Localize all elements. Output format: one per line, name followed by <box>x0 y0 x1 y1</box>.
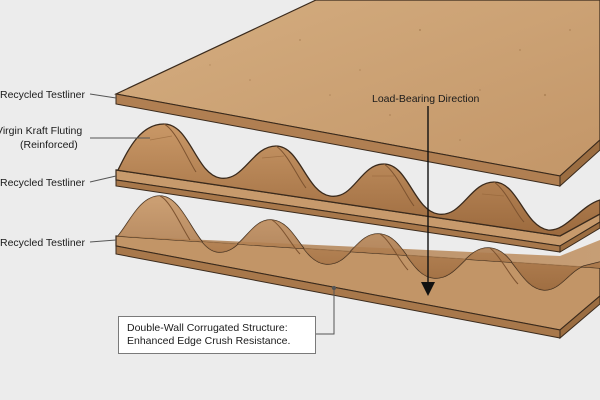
caption-box: Double-Wall Corrugated Structure: Enhanc… <box>118 316 316 354</box>
leader-lines <box>89 93 337 335</box>
fluting-label-line1: Virgin Kraft Fluting <box>0 125 82 137</box>
fluting-label-line2: (Reinforced) <box>20 139 78 151</box>
bottom-liner-label: Recycled Testliner <box>0 237 86 249</box>
middle-liner-label: Recycled Testliner <box>0 177 86 189</box>
top-liner-label: Recycled Testliner <box>0 89 86 101</box>
upper-fluting-layer <box>115 123 600 237</box>
lower-fluting-layer <box>116 195 600 291</box>
load-direction-arrow <box>421 106 435 296</box>
load-direction-label: Load-Bearing Direction <box>372 93 480 105</box>
caption-line1: Double-Wall Corrugated Structure: <box>127 322 288 334</box>
top-liner-sheet <box>114 0 600 188</box>
caption-line2: Enhanced Edge Crush Resistance. <box>127 335 291 347</box>
